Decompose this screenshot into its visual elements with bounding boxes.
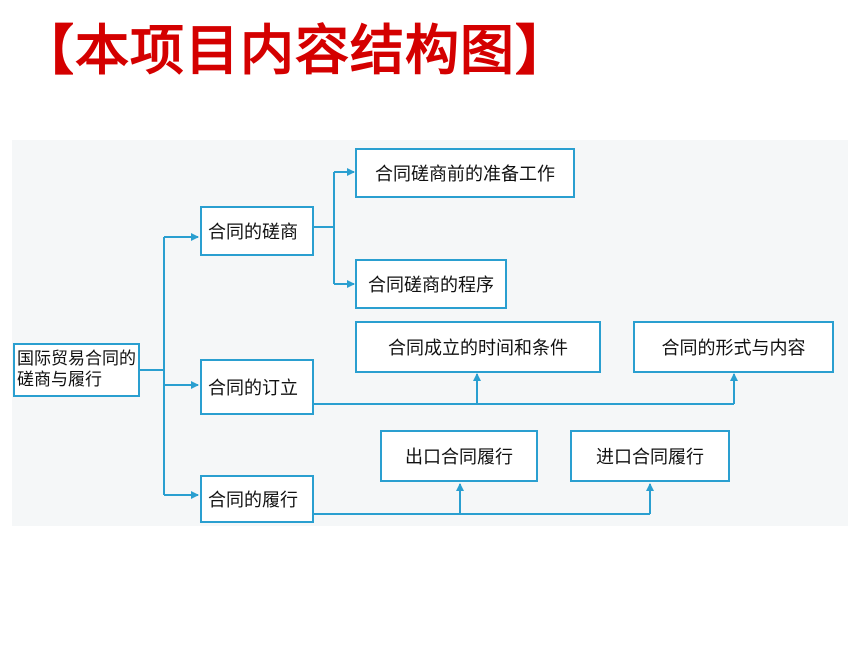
page-title: 【本项目内容结构图】: [20, 18, 570, 82]
connector-lines: [140, 168, 738, 515]
branch-formation: 合同的订立: [200, 359, 314, 415]
branch-negotiation: 合同的磋商: [200, 206, 314, 256]
node-preparation-work: 合同磋商前的准备工作: [355, 148, 575, 198]
structure-diagram: 国际贸易合同的磋商与履行 合同的磋商 合同的订立 合同的履行 合同磋商前的准备工…: [12, 140, 848, 526]
node-conclusion-time-conditions: 合同成立的时间和条件: [355, 321, 601, 373]
node-negotiation-procedure: 合同磋商的程序: [355, 259, 507, 309]
root-node: 国际贸易合同的磋商与履行: [13, 343, 140, 397]
node-export-performance: 出口合同履行: [380, 430, 538, 482]
node-contract-form-content: 合同的形式与内容: [633, 321, 834, 373]
branch-performance: 合同的履行: [200, 475, 314, 523]
node-import-performance: 进口合同履行: [570, 430, 730, 482]
